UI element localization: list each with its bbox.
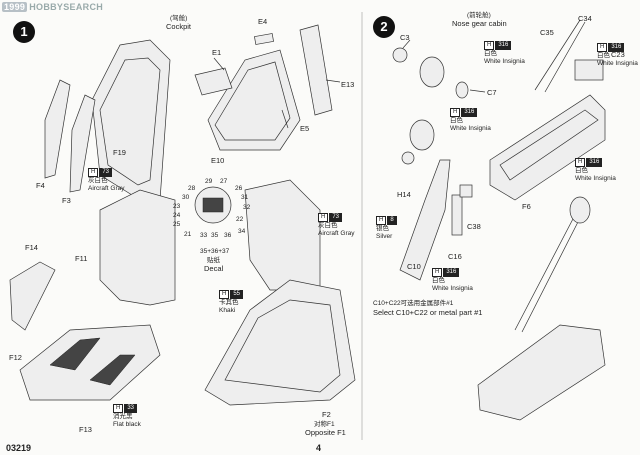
step-2-title-cn: (前轮舱) — [467, 12, 491, 19]
part-f14 — [9, 261, 56, 331]
part-label-f2: F2 — [322, 410, 331, 419]
part-label-f13: F13 — [79, 425, 92, 434]
part-label-c35: C35 — [540, 28, 554, 37]
decal-num-29: 29 — [205, 178, 213, 185]
part-c3 — [392, 47, 408, 63]
part-label-h14: H14 — [397, 190, 411, 199]
part-label-c16: C16 — [448, 252, 462, 261]
decal-num-31: 31 — [241, 194, 249, 201]
decal-num-35: 35 — [211, 232, 219, 239]
step-2-title: Nose gear cabin — [452, 19, 507, 28]
part-label-e5: E5 — [300, 124, 310, 133]
cockpit-side-wall — [91, 39, 171, 201]
kit-number: 03219 — [6, 443, 32, 453]
part-f4 — [44, 79, 71, 179]
part-label-f14: F14 — [25, 243, 38, 252]
step-1-title-cn: (驾舱) — [170, 15, 188, 22]
decal-num-30: 30 — [182, 194, 190, 201]
cockpit-assembly — [204, 279, 356, 406]
seat-installed — [244, 179, 321, 291]
part-c38 — [451, 194, 463, 236]
metal-part-note-cn: C10+C22可选用金属部件#1 — [373, 300, 454, 307]
decal-num-26: 26 — [235, 185, 243, 192]
decal-num-34: 34 — [238, 228, 246, 235]
decal-combo: 35+36+37 — [200, 248, 230, 255]
part-e13 — [299, 24, 333, 116]
part-label-e10: E10 — [211, 156, 225, 165]
page-number: 4 — [316, 443, 322, 453]
decal-label: Decal — [204, 264, 224, 273]
wheel-assembled — [409, 119, 435, 151]
decal-num-21: 21 — [184, 231, 192, 238]
decal-num-22: 22 — [236, 216, 244, 223]
gear-strut — [399, 159, 451, 281]
wheel-installed — [569, 196, 591, 224]
opposite-label: Opposite F1 — [305, 428, 346, 437]
part-label-f6: F6 — [522, 202, 531, 211]
part-label-f19: F19 — [113, 148, 126, 157]
part-c23 — [574, 59, 604, 81]
nose-gear-bay-assembled — [477, 324, 606, 421]
decal-num-33: 33 — [200, 232, 208, 239]
part-label-c34: C34 — [578, 14, 592, 23]
nose-gear-bay — [489, 94, 606, 201]
step-2-marker: 2 — [373, 16, 395, 38]
decal-num-27: 27 — [220, 178, 228, 185]
decal-num-36: 36 — [224, 232, 232, 239]
part-label-c3: C3 — [400, 33, 410, 42]
part-label-c7: C7 — [487, 88, 497, 97]
decal-num-24: 24 — [173, 212, 181, 219]
cockpit-tub — [19, 324, 161, 401]
part-label-e4: E4 — [258, 17, 268, 26]
decal-num-32: 32 — [243, 204, 251, 211]
part-f3 — [69, 94, 96, 193]
decal-num-23: 23 — [173, 203, 181, 210]
part-label-c38: C38 — [467, 222, 481, 231]
part-e1 — [194, 67, 233, 96]
metal-part-note: Select C10+C22 or metal part #1 — [373, 308, 483, 317]
part-label-e1: E1 — [212, 48, 222, 57]
step-1-marker: 1 — [13, 21, 35, 43]
part-label-f12: F12 — [9, 353, 22, 362]
part-label-e13: E13 — [341, 80, 355, 89]
decal-num-28: 28 — [188, 185, 196, 192]
opposite-cn: 对称F1 — [314, 421, 335, 428]
ejection-seat — [207, 49, 301, 151]
step-1-title: Cockpit — [166, 22, 192, 31]
part-c7 — [455, 81, 469, 99]
part-label-f11: F11 — [75, 254, 88, 263]
decal-cn: 贴纸 — [207, 257, 220, 264]
part-label-c10: C10 — [407, 262, 421, 271]
nose-wheel — [419, 56, 445, 88]
decal-num-25: 25 — [173, 221, 181, 228]
part-label-f3: F3 — [62, 196, 71, 205]
rear-bulkhead — [99, 189, 176, 306]
part-label-f4: F4 — [36, 181, 45, 190]
part-label-c23: C23 — [611, 50, 625, 59]
